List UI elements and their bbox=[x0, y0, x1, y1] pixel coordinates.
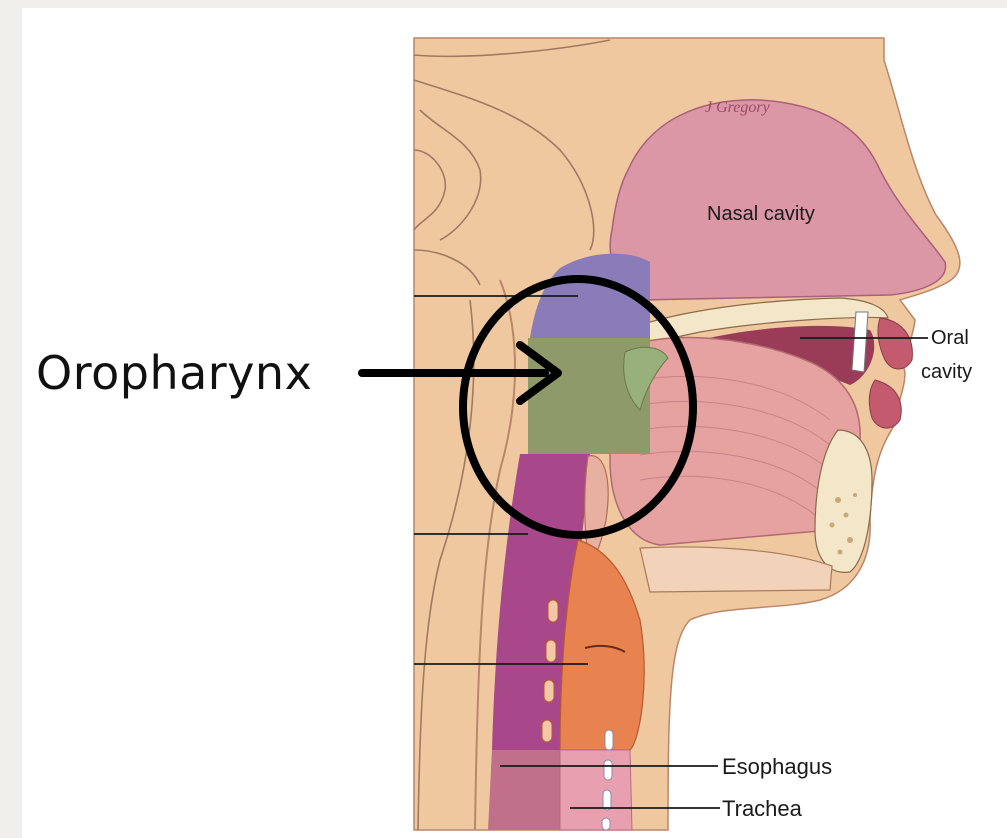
oropharynx-callout-label: Oropharynx bbox=[36, 346, 312, 400]
illustrator-signature: J Gregory bbox=[705, 99, 771, 116]
trachea-region bbox=[560, 750, 632, 830]
trachea-label: Trachea bbox=[722, 796, 803, 821]
oral-cavity-label-line2: cavity bbox=[921, 361, 972, 383]
esophagus-label: Esophagus bbox=[722, 754, 832, 779]
esophagus-region bbox=[488, 750, 560, 830]
slide-canvas: J Gregory Nasal cavity bbox=[22, 8, 1007, 838]
nasal-cavity-label: Nasal cavity bbox=[707, 203, 815, 225]
oral-cavity-label-line1: Oral bbox=[931, 327, 969, 349]
pharynx-anatomy-diagram: J Gregory Nasal cavity bbox=[22, 8, 1007, 838]
